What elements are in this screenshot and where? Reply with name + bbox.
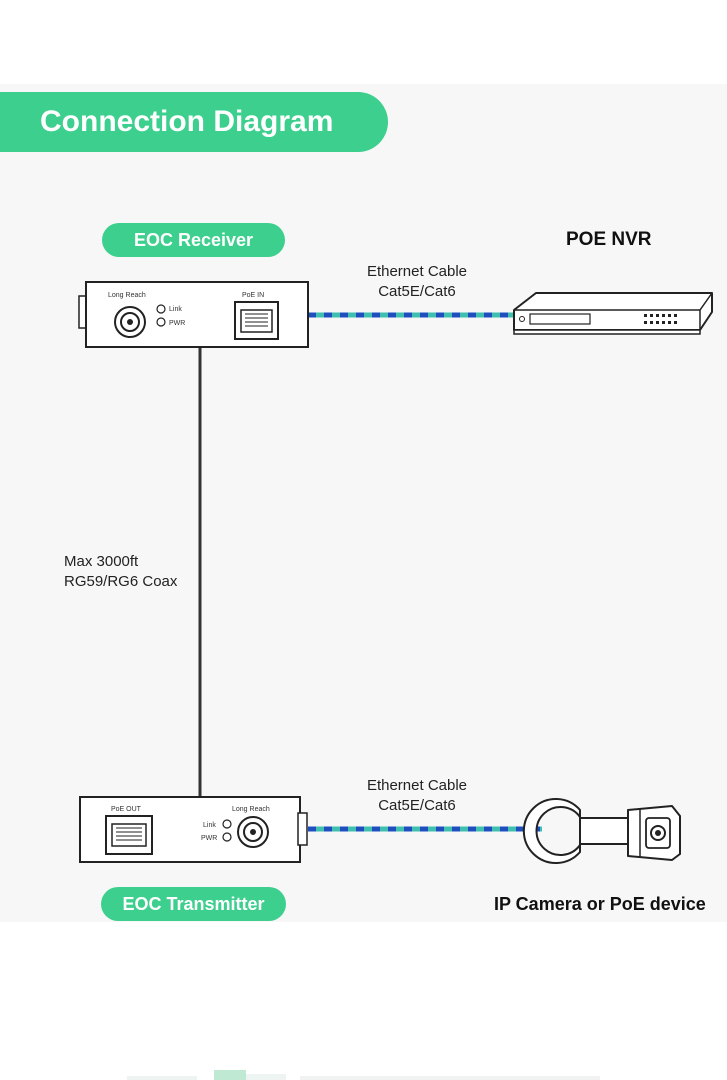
- receiver-port-right-label: PoE IN: [242, 292, 264, 299]
- ethernet-cable-top-label: Ethernet Cable Cat5E/Cat6: [342, 262, 492, 302]
- nvr-label: POE NVR: [566, 229, 652, 250]
- pwr-led-icon: [222, 832, 232, 842]
- receiver-port-left-label: Long Reach: [108, 292, 146, 299]
- eoc-transmitter-label: EOC Transmitter: [101, 887, 286, 921]
- ethernet-cable-bottom-label: Ethernet Cable Cat5E/Cat6: [342, 776, 492, 816]
- transmitter-led-link-label: Link: [203, 822, 216, 829]
- transmitter-led-pwr-label: PWR: [201, 835, 217, 842]
- camera-label: IP Camera or PoE device: [494, 894, 706, 914]
- ethernet-bottom-line2: Cat5E/Cat6: [378, 797, 456, 814]
- transmitter-port-right-label: Long Reach: [232, 806, 270, 813]
- pwr-led-icon: [156, 317, 166, 327]
- rj45-port-icon: [105, 815, 153, 855]
- ethernet-top-line2: Cat5E/Cat6: [378, 283, 456, 300]
- bnc-connector-icon: [114, 306, 146, 338]
- eoc-transmitter-device: PoE OUT Link PWR Long Reach: [79, 796, 308, 863]
- rj45-port-icon: [234, 301, 279, 340]
- link-led-icon: [222, 819, 232, 829]
- bnc-connector-icon: [237, 816, 269, 848]
- page-title: Connection Diagram: [0, 92, 388, 152]
- transmitter-port-left-label: PoE OUT: [111, 806, 142, 813]
- coax-line1: Max 3000ft: [64, 553, 139, 570]
- ethernet-bottom-line1: Ethernet Cable: [366, 777, 468, 794]
- coax-line2: RG59/RG6 Coax: [64, 573, 178, 590]
- ip-camera-icon: [522, 798, 681, 864]
- ethernet-top-line1: Ethernet Cable: [366, 263, 468, 280]
- coax-cable-label: Max 3000ft RG59/RG6 Coax: [64, 552, 194, 592]
- bottom-thumbnail-strip: [127, 1070, 600, 1080]
- eoc-receiver-device: Long Reach Link PWR PoE IN: [78, 281, 309, 348]
- receiver-led-link-label: Link: [169, 306, 182, 313]
- nvr-device-icon: [513, 292, 713, 335]
- receiver-led-pwr-label: PWR: [169, 320, 185, 327]
- eoc-receiver-label: EOC Receiver: [102, 223, 285, 257]
- link-led-icon: [156, 304, 166, 314]
